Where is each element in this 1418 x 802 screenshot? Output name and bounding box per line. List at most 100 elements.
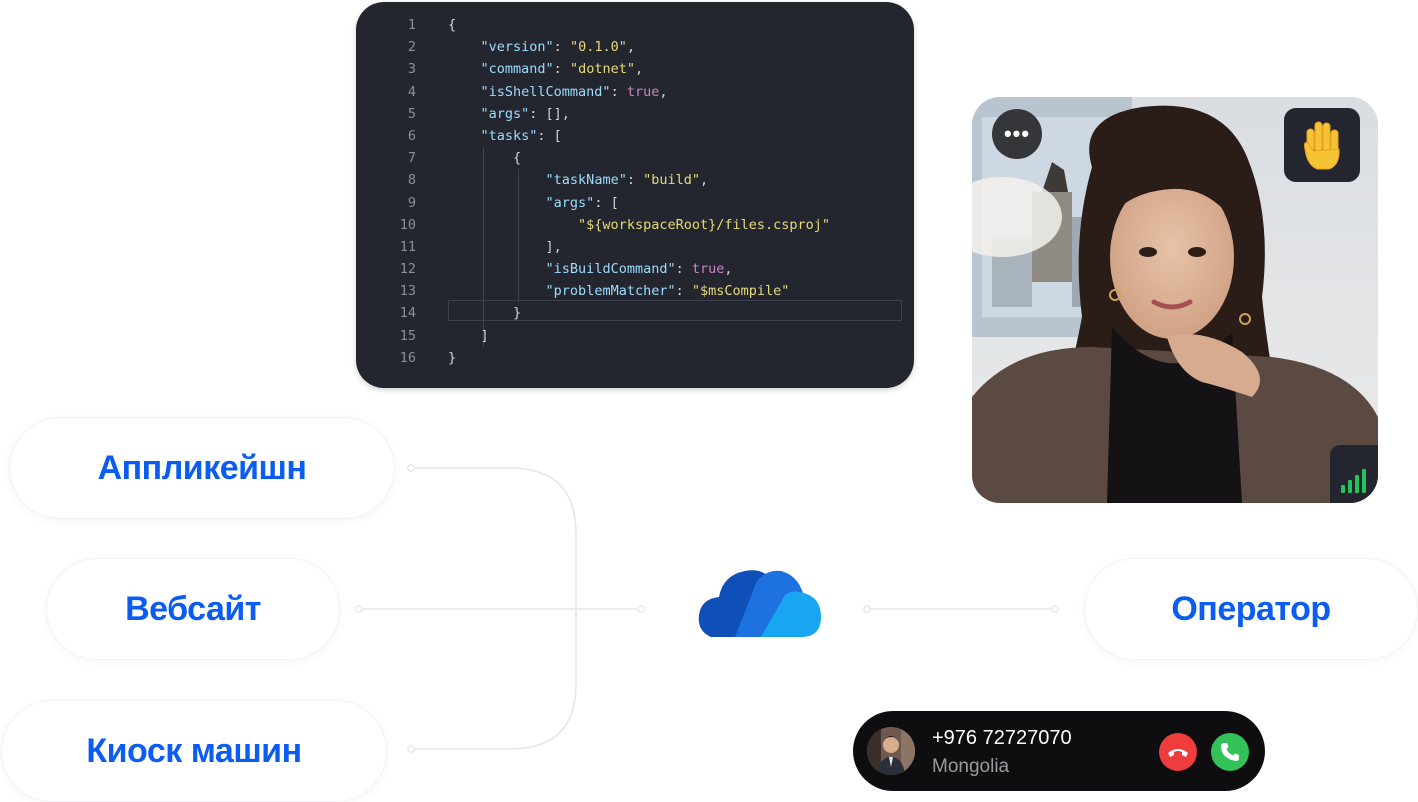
- line-number: 9: [407, 194, 416, 211]
- code-line: 7 {: [356, 147, 914, 169]
- code-line: 4 "isShellCommand": true,: [356, 81, 914, 103]
- line-number: 10: [399, 216, 416, 233]
- phone-accept-icon: [1221, 743, 1239, 761]
- code-token: : [: [594, 194, 619, 211]
- code-token: ]: [480, 327, 489, 344]
- video-feed-image: [972, 97, 1378, 503]
- code-token: "$msCompile": [691, 283, 790, 300]
- code-token: ,: [626, 39, 635, 56]
- raise-hand-button[interactable]: [1284, 108, 1360, 182]
- indent-guide: [518, 169, 519, 302]
- code-token: :: [553, 39, 570, 56]
- line-number: 5: [407, 105, 416, 122]
- code-token: :: [626, 172, 644, 189]
- code-text: "tasks": [: [448, 125, 562, 147]
- accept-call-button[interactable]: [1211, 733, 1249, 771]
- line-number: 15: [399, 327, 416, 344]
- channel-kiosk: Киоск машин: [2, 701, 386, 801]
- line-number: 6: [407, 127, 416, 144]
- signal-strength-indicator: [1330, 445, 1378, 503]
- code-line: 8 "taskName": "build",: [356, 169, 914, 191]
- code-token: "dotnet": [569, 61, 635, 78]
- code-token: ,: [634, 61, 644, 78]
- code-token: "0.1.0": [569, 39, 627, 56]
- signal-bars-icon: [1341, 469, 1366, 493]
- code-token: "problemMatcher": [545, 283, 676, 300]
- code-token: :: [610, 83, 627, 100]
- code-token: : [],: [529, 105, 570, 122]
- code-text: }: [448, 302, 521, 324]
- active-line-highlight: [448, 300, 902, 321]
- code-line: 12 "isBuildCommand": true,: [356, 258, 914, 280]
- code-token: {: [513, 150, 522, 167]
- code-token: "args": [480, 105, 530, 122]
- channel-application: Аппликейшн: [10, 418, 394, 518]
- code-token: :: [553, 61, 570, 78]
- line-number: 14: [399, 305, 416, 322]
- operator-pill: Оператор: [1085, 559, 1417, 659]
- more-options-button[interactable]: •••: [992, 109, 1042, 159]
- phone-decline-icon: [1168, 749, 1188, 757]
- ellipsis-icon: •••: [1003, 121, 1031, 146]
- code-line: 11 ],: [356, 236, 914, 258]
- code-token: true: [691, 261, 725, 278]
- channel-website-label: Вебсайт: [125, 589, 261, 628]
- code-token: "isBuildCommand": [545, 261, 676, 278]
- code-text: ]: [448, 325, 489, 347]
- code-text: "command": "dotnet",: [448, 58, 644, 80]
- line-number: 16: [399, 349, 416, 366]
- code-line: 2 "version": "0.1.0",: [356, 36, 914, 58]
- line-number: 8: [407, 172, 416, 189]
- decline-call-button[interactable]: [1159, 733, 1197, 771]
- code-text: "${workspaceRoot}/files.csproj": [448, 214, 830, 236]
- code-lines: 1{2 "version": "0.1.0",3 "command": "dot…: [356, 14, 914, 369]
- code-token: }: [448, 349, 457, 366]
- code-text: "taskName": "build",: [448, 169, 709, 191]
- code-line: 6 "tasks": [: [356, 125, 914, 147]
- code-token: "${workspaceRoot}/files.csproj": [578, 216, 831, 233]
- caller-avatar-image: [867, 727, 915, 775]
- code-text: {: [448, 147, 521, 169]
- code-token: :: [675, 261, 692, 278]
- code-token: true: [626, 83, 660, 100]
- code-token: "version": [480, 39, 554, 56]
- line-number: 13: [399, 283, 416, 300]
- code-line: 15 ]: [356, 325, 914, 347]
- video-call-tile: •••: [972, 97, 1378, 503]
- code-line: 5 "args": [],: [356, 103, 914, 125]
- code-line: 3 "command": "dotnet",: [356, 58, 914, 80]
- caller-country: Mongolia: [932, 756, 1010, 777]
- code-text: "args": [],: [448, 103, 570, 125]
- code-line: 16}: [356, 347, 914, 369]
- code-text: "isBuildCommand": true,: [448, 258, 733, 280]
- line-number: 11: [399, 238, 416, 255]
- code-token: {: [448, 17, 457, 33]
- code-token: "isShellCommand": [480, 83, 611, 100]
- code-text: "args": [: [448, 192, 619, 214]
- code-token: :: [675, 283, 692, 300]
- incoming-call-bar: +976 72727070 Mongolia: [853, 711, 1265, 791]
- line-number: 7: [407, 150, 416, 167]
- code-token: ,: [724, 261, 733, 278]
- line-number: 1: [407, 17, 416, 33]
- code-editor-panel: 1{2 "version": "0.1.0",3 "command": "dot…: [356, 2, 914, 388]
- code-text: "version": "0.1.0",: [448, 36, 635, 58]
- code-token: }: [513, 305, 522, 322]
- code-token: "command": [480, 61, 554, 78]
- line-number: 2: [407, 39, 416, 56]
- code-token: "build": [643, 172, 700, 189]
- code-token: ,: [700, 172, 709, 189]
- code-line: 10 "${workspaceRoot}/files.csproj": [356, 214, 914, 236]
- code-token: "taskName": [545, 172, 627, 189]
- code-text: {: [448, 14, 456, 36]
- code-token: "args": [545, 194, 595, 211]
- raised-hand-icon: [1303, 121, 1340, 170]
- code-line: 9 "args": [: [356, 192, 914, 214]
- code-token: : [: [537, 127, 562, 144]
- channel-website: Вебсайт: [47, 559, 339, 659]
- cloud-icon: [698, 570, 821, 637]
- code-token: "tasks": [480, 127, 538, 144]
- channel-kiosk-label: Киоск машин: [86, 731, 302, 770]
- line-number: 4: [407, 83, 416, 100]
